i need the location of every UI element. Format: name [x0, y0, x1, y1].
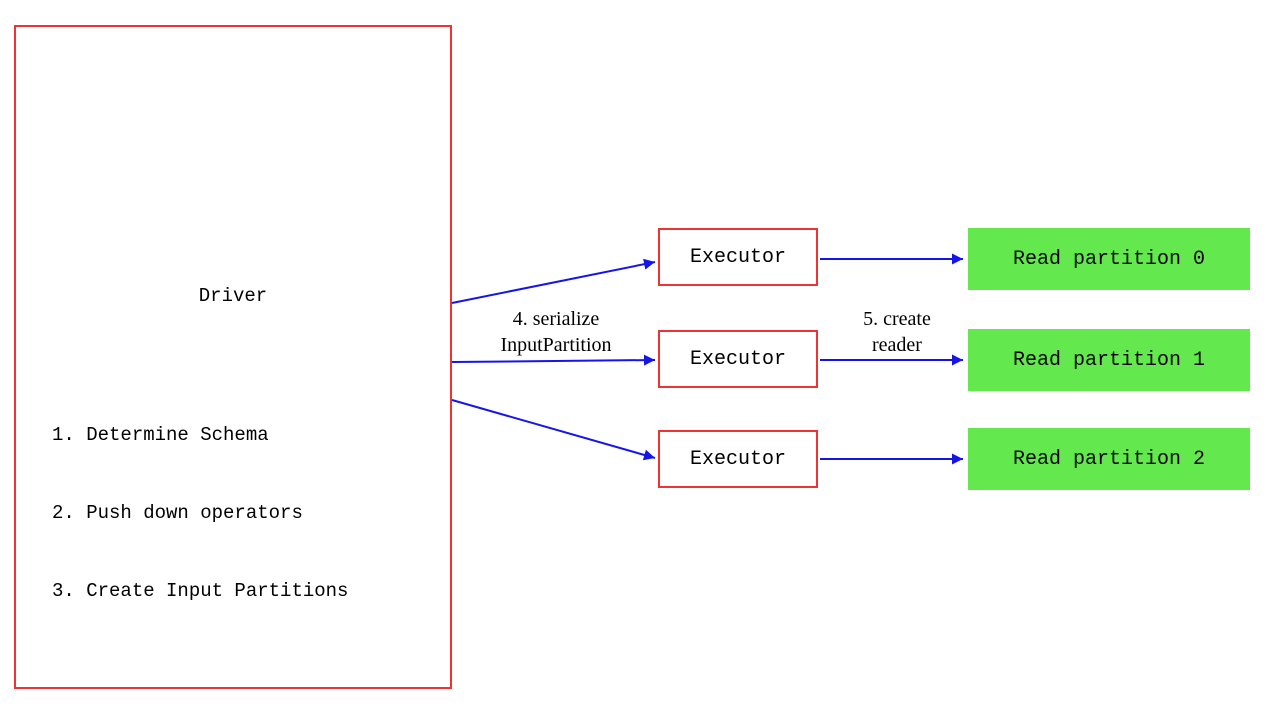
serialize-label-line1: 4. serialize [512, 308, 600, 330]
reader-label-line1: 5. create [863, 308, 931, 330]
driver-title: Driver [198, 285, 268, 307]
executor-box-2: Executor [658, 430, 818, 488]
driver-step-1: 1. Determine Schema [52, 424, 269, 446]
serialize-input-partition-label: 4. serialize InputPartition [468, 306, 644, 358]
driver-box: Driver 1. Determine Schema 2. Push down … [14, 25, 452, 689]
reader-label-line2: reader [872, 334, 922, 356]
driver-step-2: 2. Push down operators [52, 502, 303, 524]
arrow-driver-to-executor-1 [451, 354, 656, 366]
read-partition-box-2: Read partition 2 [968, 428, 1250, 490]
read-partition-box-0: Read partition 0 [968, 228, 1250, 290]
executor-box-1: Executor [658, 330, 818, 388]
driver-step-3: 3. Create Input Partitions [52, 580, 349, 602]
driver-steps: 1. Determine Schema 2. Push down operato… [52, 370, 348, 656]
create-reader-label: 5. create reader [842, 306, 952, 358]
serialize-label-line2: InputPartition [500, 334, 612, 356]
arrow-driver-to-executor-2 [451, 399, 656, 461]
arrow-driver-to-executor-0 [451, 258, 656, 304]
executor-box-0: Executor [658, 228, 818, 286]
read-partition-box-1: Read partition 1 [968, 329, 1250, 391]
